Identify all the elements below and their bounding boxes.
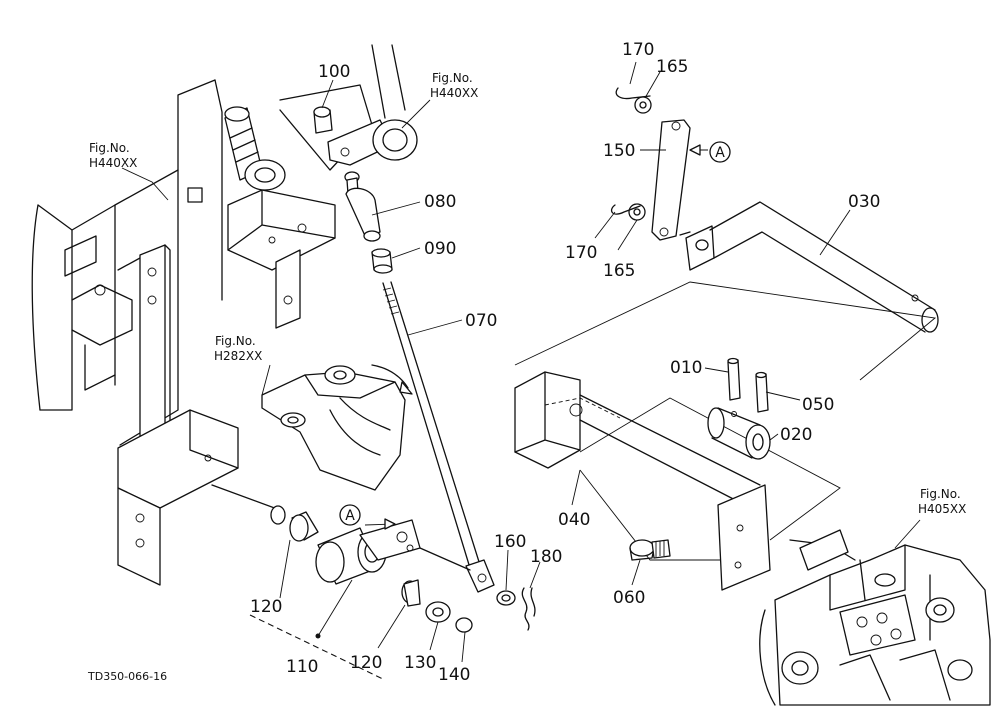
top-link-assembly	[279, 44, 418, 171]
leader-lines	[121, 61, 921, 663]
fig-ref-4-line1: Fig.No.	[920, 487, 961, 501]
part-110: 110	[286, 657, 318, 677]
pin-010-050	[727, 357, 769, 413]
ball-joint	[344, 171, 393, 274]
part-070: 070	[465, 311, 497, 331]
fig-ref-3-line2: H282XX	[214, 349, 262, 363]
arrow-a-lower	[384, 518, 396, 530]
cam-housing	[261, 364, 413, 491]
clip-180	[521, 587, 536, 631]
part-090: 090	[424, 239, 456, 259]
part-080: 080	[424, 192, 456, 212]
part-120-right: 120	[350, 653, 382, 673]
group-dot	[315, 633, 321, 639]
callout-a-lower: A	[345, 508, 355, 524]
part-160: 160	[494, 532, 526, 552]
part-130: 130	[404, 653, 436, 673]
part-060: 060	[613, 588, 645, 608]
arm-150	[610, 87, 691, 241]
part-170-top: 170	[622, 40, 654, 60]
part-020: 020	[780, 425, 812, 445]
part-050: 050	[802, 395, 834, 415]
fig-ref-4-line2: H405XX	[918, 502, 966, 516]
frame-left	[31, 79, 223, 446]
upper-bracket	[224, 106, 336, 329]
main-shaft-040	[514, 371, 841, 591]
rod-070	[382, 281, 495, 593]
part-030: 030	[848, 192, 880, 212]
group-bracket-110	[249, 614, 386, 681]
diagram-code: TD350-066-16	[87, 670, 167, 683]
guide-plane	[514, 281, 937, 381]
part-140: 140	[438, 665, 470, 685]
part-180: 180	[530, 547, 562, 567]
part-120-left: 120	[250, 597, 282, 617]
sleeve-020	[707, 407, 771, 460]
arrow-a-upper	[689, 144, 701, 156]
shaft-030	[679, 201, 939, 333]
lower-bracket	[117, 409, 281, 586]
part-165-bottom: 165	[603, 261, 635, 281]
part-100: 100	[318, 62, 350, 82]
fig-ref-2-line2: H440XX	[430, 86, 478, 100]
pump-housing	[759, 529, 991, 706]
bolt-060	[629, 539, 671, 561]
fig-ref-1-line1: Fig.No.	[89, 141, 130, 155]
fig-ref-3-line1: Fig.No.	[215, 334, 256, 348]
part-165-top: 165	[656, 57, 688, 77]
part-040: 040	[558, 510, 590, 530]
part-010: 010	[670, 358, 702, 378]
fig-ref-1-line2: H440XX	[89, 156, 137, 170]
pivot-assembly	[270, 505, 516, 633]
callout-a-upper: A	[715, 145, 725, 161]
part-150: 150	[603, 141, 635, 161]
callout-circle-a-lower	[339, 504, 361, 526]
callout-circle-a-upper	[709, 141, 731, 163]
fig-ref-2-line1: Fig.No.	[432, 71, 473, 85]
part-170-bottom: 170	[565, 243, 597, 263]
